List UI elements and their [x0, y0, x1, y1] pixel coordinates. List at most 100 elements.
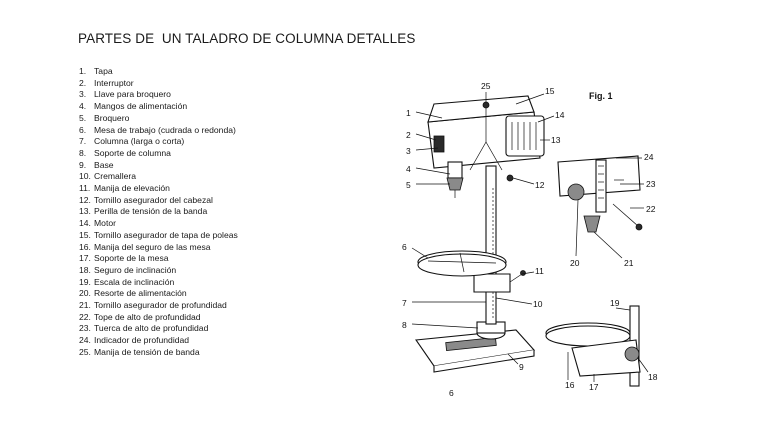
item-label: Soporte de columna: [94, 147, 171, 158]
callout-7: 7: [402, 298, 407, 308]
leader-line: [615, 307, 631, 311]
list-item: 21.Tornillo asegurador de profundidad: [79, 300, 238, 312]
item-number: 9.: [79, 159, 87, 170]
callout-2: 2: [406, 130, 411, 140]
list-item: 11.Manija de elevación: [79, 183, 238, 195]
item-label: Base: [94, 159, 114, 170]
list-item: 12.Tornillo asegurador del cabezal: [79, 195, 238, 207]
callout-22: 22: [646, 204, 656, 214]
callout-11: 11: [535, 266, 544, 276]
item-label: Tope de alto de profundidad: [94, 311, 201, 322]
item-number: 14.: [79, 218, 91, 229]
item-label: Manija del seguro de las mesa: [94, 241, 211, 252]
page-number: 6: [449, 388, 454, 398]
list-item: 10.Cremallera: [79, 171, 238, 183]
list-item: 7.Columna (larga o corta): [79, 136, 238, 148]
callout-13: 13: [551, 135, 561, 145]
callout-9: 9: [519, 362, 524, 372]
base-edge: [433, 350, 535, 373]
depth-stop-detail: [557, 155, 643, 233]
item-number: 11.: [79, 183, 91, 194]
leader-line: [415, 167, 451, 175]
list-item: 22.Tope de alto de profundidad: [79, 312, 238, 324]
table-tilt-detail: [545, 305, 641, 387]
callout-21: 21: [624, 258, 634, 268]
item-number: 7.: [79, 136, 87, 147]
item-number: 23.: [79, 323, 91, 334]
leader-line: [512, 177, 535, 185]
item-number: 20.: [79, 288, 91, 299]
list-item: 2.Interruptor: [79, 78, 238, 90]
item-label: Broquero: [94, 112, 130, 123]
item-number: 13.: [79, 206, 91, 217]
item-label: Escala de inclinación: [94, 276, 175, 287]
list-item: 6.Mesa de trabajo (cudrada o redonda): [79, 125, 238, 137]
callout-labels: 1 2 3 4 5 6 7 8 9 10 11 12 13 14 15 16 1…: [402, 81, 658, 398]
parts-list: 1.Tapa 2.Interruptor 3.Llave para broque…: [79, 66, 238, 359]
item-label: Tapa: [94, 66, 113, 76]
callout-8: 8: [402, 320, 407, 330]
item-label: Tornillo asegurador de profundidad: [94, 300, 227, 311]
list-item: 1. Tapa: [79, 66, 238, 78]
tilt-lock-shape: [624, 346, 640, 362]
item-number: 1.: [79, 66, 87, 76]
drill-press-diagram: 1 2 3 4 5 6 7 8 9 10 11 12 13 14 15 16 1…: [402, 81, 658, 398]
item-number: 4.: [79, 101, 87, 112]
leader-lines: [411, 92, 649, 382]
callout-25: 25: [481, 81, 491, 91]
depth-scale-shape: [595, 159, 607, 213]
item-number: 19.: [79, 276, 91, 287]
list-item: 17.Soporte de la mesa: [79, 253, 238, 265]
leader-line: [537, 115, 555, 123]
page-title: PARTES DE UN TALADRO DE COLUMNA DETALLES: [78, 31, 416, 46]
item-number: 22.: [79, 311, 91, 322]
leader-line: [575, 199, 579, 257]
figure-label: Fig. 1: [589, 91, 613, 101]
handle-knob: [482, 101, 490, 109]
callout-6: 6: [402, 242, 407, 252]
callout-23: 23: [646, 179, 656, 189]
item-number: 2.: [79, 77, 87, 88]
quill-shape: [447, 161, 463, 179]
callout-15: 15: [545, 86, 555, 96]
item-label: Motor: [94, 218, 116, 229]
leader-line: [415, 133, 437, 141]
callout-19: 19: [610, 298, 620, 308]
motor-shape: [505, 115, 545, 157]
item-label: Mesa de trabajo (cudrada o redonda): [94, 124, 236, 135]
leader-line: [415, 147, 439, 151]
feed-spring-shape: [567, 183, 585, 201]
item-label: Tornillo asegurador del cabezal: [94, 194, 213, 205]
detail-chuck-shape: [583, 215, 601, 233]
callout-3: 3: [406, 146, 411, 156]
feed-handle-shape: [469, 141, 487, 171]
list-item: 18.Seguro de inclinación: [79, 265, 238, 277]
leader-line: [507, 353, 519, 365]
list-item: 8.Soporte de columna: [79, 148, 238, 160]
switch-shape: [433, 135, 445, 153]
chuck-shape: [446, 177, 464, 191]
leader-line: [495, 297, 533, 305]
item-number: 17.: [79, 253, 91, 264]
column-shape: [485, 165, 497, 325]
list-item: 9. Base: [79, 160, 238, 172]
item-number: 5.: [79, 112, 87, 123]
list-item: 15.Tornillo asegurador de tapa de poleas: [79, 230, 238, 242]
crank-shape: [509, 273, 523, 283]
callout-1: 1: [406, 108, 411, 118]
feed-handle-shape-2: [485, 141, 503, 171]
item-number: 24.: [79, 335, 91, 346]
callout-5: 5: [406, 180, 411, 190]
list-item: 20.Resorte de alimentación: [79, 288, 238, 300]
item-label: Indicador de profundidad: [94, 335, 190, 346]
item-number: 16.: [79, 241, 91, 252]
item-number: 12.: [79, 194, 91, 205]
drill-press-illustration: [415, 95, 545, 373]
item-label: Resorte de alimentación: [94, 288, 187, 299]
list-item: 14.Motor: [79, 218, 238, 230]
head-lock-shape: [506, 174, 514, 182]
item-number: 18.: [79, 264, 91, 275]
work-table-edge: [417, 253, 507, 277]
callout-18: 18: [648, 372, 658, 382]
callout-10: 10: [533, 299, 543, 309]
